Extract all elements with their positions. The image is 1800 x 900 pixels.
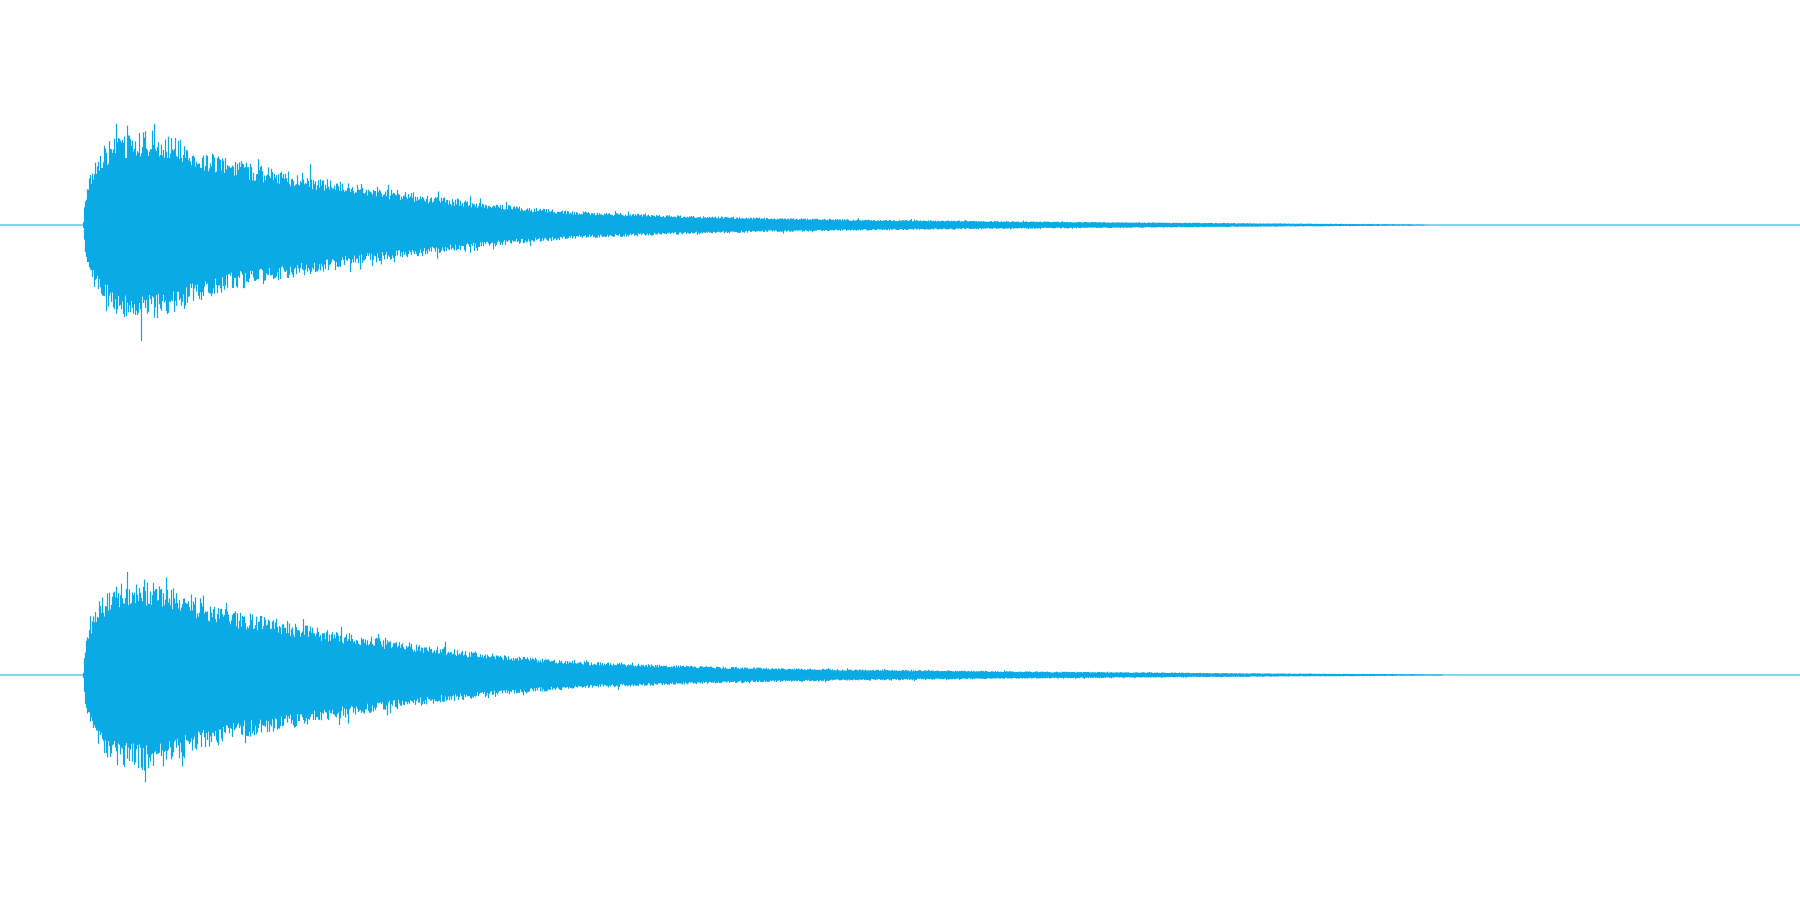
channel-1-waveform xyxy=(0,123,1800,342)
channel-2-signal xyxy=(82,572,1450,783)
channel-1-signal xyxy=(82,123,1440,342)
channel-2-waveform xyxy=(0,572,1800,783)
